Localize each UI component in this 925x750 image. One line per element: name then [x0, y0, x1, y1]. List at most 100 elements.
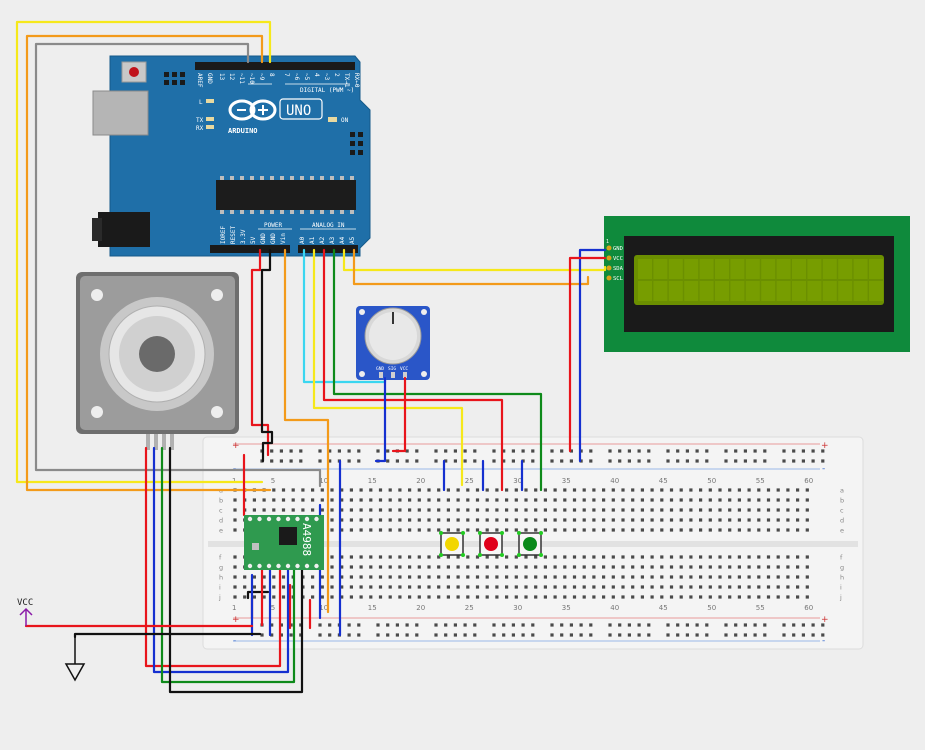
row-label: e — [840, 527, 844, 535]
digital-pin-label: GND — [206, 73, 213, 84]
a4988-driver: A4988 — [244, 515, 324, 570]
power-header — [210, 245, 290, 253]
row-label: i — [219, 584, 221, 592]
analog-pin-label: A2 — [319, 236, 326, 244]
column-label: 45 — [659, 477, 668, 485]
power-pin-label: Vin — [280, 233, 287, 244]
row-label: f — [219, 554, 222, 562]
wire-blue — [578, 248, 607, 463]
lcd-pin-label: SCL — [613, 276, 624, 282]
column-label: 1 — [232, 604, 236, 612]
push-buttons — [439, 531, 543, 557]
column-label: 30 — [513, 477, 522, 485]
column-label: 55 — [756, 604, 765, 612]
infinity-logo-icon — [228, 99, 277, 121]
potentiometer-pin-label: GND — [376, 366, 384, 372]
digital-pin-label: ~9 — [258, 73, 265, 81]
wires — [15, 20, 607, 694]
wire-red — [144, 446, 282, 668]
row-label: g — [219, 564, 223, 572]
push-button-green[interactable] — [517, 531, 543, 557]
wire-red — [250, 248, 270, 457]
row-label: d — [840, 517, 844, 525]
column-label: 20 — [416, 604, 425, 612]
column-label: 60 — [804, 604, 813, 612]
on-label: ON — [341, 117, 349, 124]
push-button-yellow[interactable] — [439, 531, 465, 557]
row-label: j — [218, 594, 221, 602]
column-label: 15 — [368, 604, 377, 612]
row-label: h — [840, 574, 844, 582]
digital-pin-label: AREF — [196, 73, 203, 88]
analog-pin-label: A0 — [299, 236, 306, 244]
column-label: 60 — [804, 477, 813, 485]
column-label: 50 — [707, 604, 716, 612]
wire-blue — [374, 376, 387, 463]
analog-pin-label: A3 — [329, 236, 336, 244]
digital-pin-label: ~11 — [238, 73, 245, 84]
breadboard-holes — [233, 449, 825, 637]
rail-minus-label: - — [822, 464, 825, 474]
column-label: 35 — [562, 604, 571, 612]
potentiometer-pin-label: VCC — [400, 366, 408, 372]
stepper-motor — [76, 272, 239, 450]
wire-red — [568, 256, 607, 453]
row-label: c — [840, 507, 844, 515]
wire-orange — [25, 34, 272, 492]
column-label: 30 — [513, 604, 522, 612]
digital-pin-label: 13 — [218, 73, 225, 81]
lcd-pin — [606, 245, 612, 251]
row-label: c — [219, 507, 223, 515]
lcd-pin — [606, 255, 612, 261]
wire-green — [160, 446, 296, 684]
wire-green — [332, 248, 543, 492]
column-label: 25 — [465, 604, 474, 612]
row-label: j — [839, 594, 842, 602]
wire-black — [168, 446, 304, 694]
wire-yellow — [342, 248, 607, 272]
digital-pin-label: ~10 — [248, 73, 255, 84]
led-rx-label: RX — [196, 125, 204, 132]
row-label: f — [840, 554, 843, 562]
power-pin-label: 5V — [250, 236, 257, 244]
usb-port — [92, 90, 149, 136]
power-header-label: POWER — [264, 222, 282, 229]
rail-plus-label: + — [232, 615, 240, 625]
column-label: 45 — [659, 604, 668, 612]
analog-header — [298, 245, 358, 253]
brand-label: ARDUINO — [228, 127, 258, 135]
power-pin-label: RESET — [230, 226, 237, 244]
digital-header-label: DIGITAL (PWM ~) — [300, 87, 354, 94]
vcc-symbol: VCC — [17, 598, 33, 626]
led-l-label: L — [199, 99, 203, 106]
column-label: 35 — [562, 477, 571, 485]
column-label: 5 — [271, 477, 275, 485]
wire-orange — [283, 248, 330, 614]
digital-pin-label: 8 — [268, 73, 275, 77]
rail-minus-label: - — [822, 636, 825, 646]
rail-plus-label: + — [821, 441, 829, 451]
model-label: UNO — [286, 103, 311, 119]
lcd-pin-label: SDA — [613, 266, 624, 272]
wire-black — [73, 632, 262, 639]
digital-pin-label: 12 — [228, 73, 235, 81]
lcd-pin — [606, 275, 612, 281]
wire-black — [260, 248, 274, 463]
wire-blue — [152, 446, 290, 674]
rail-plus-label: + — [232, 441, 240, 451]
rail-plus-label: + — [821, 615, 829, 625]
column-label: 5 — [271, 604, 275, 612]
digital-pin-label: 4 — [313, 73, 320, 77]
digital-pin-label: RX←0 — [353, 73, 360, 88]
push-button-red[interactable] — [478, 531, 504, 557]
column-label: 50 — [707, 477, 716, 485]
column-label: 10 — [319, 477, 328, 485]
digital-header — [195, 62, 355, 70]
